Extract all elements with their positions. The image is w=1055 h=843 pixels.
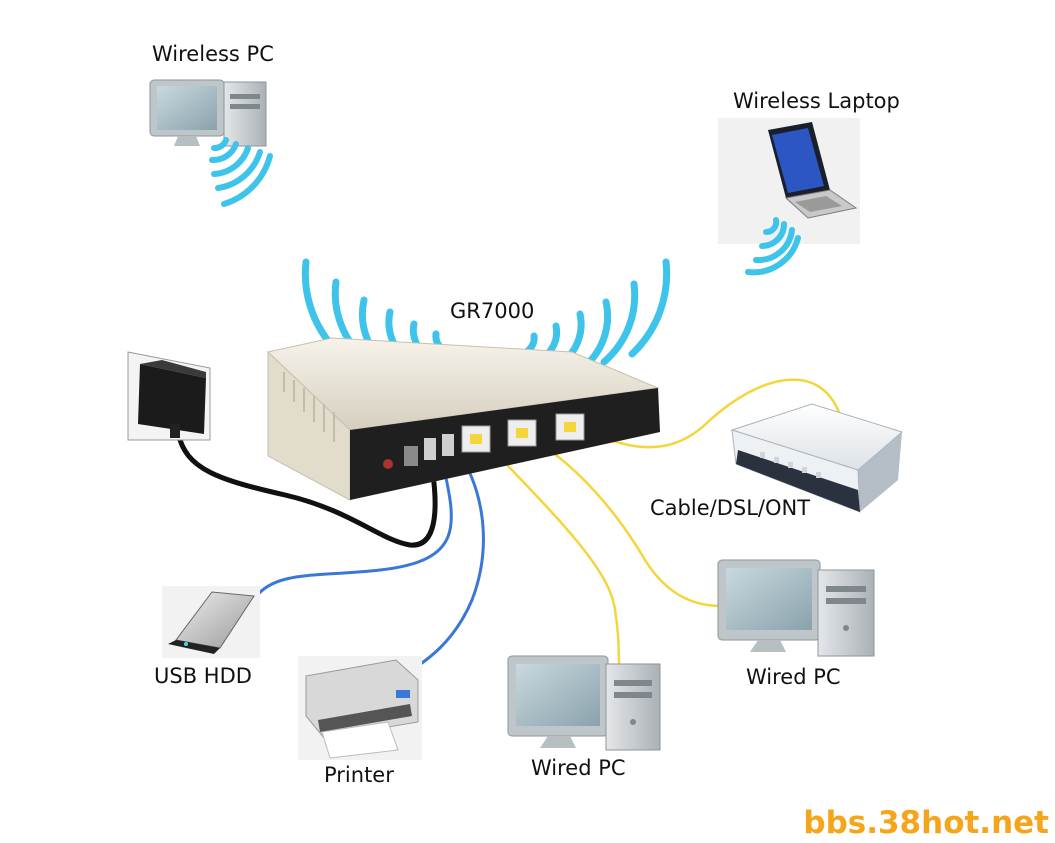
usb-hdd-icon xyxy=(162,586,260,658)
ethernet-cable-modem xyxy=(568,378,842,449)
ethernet-cable-right-pc xyxy=(520,433,724,608)
label-wired-pc-left: Wired PC xyxy=(531,756,626,780)
power-adapter-icon xyxy=(127,351,211,441)
label-router: GR7000 xyxy=(450,299,535,323)
label-usb-hdd: USB HDD xyxy=(154,664,252,688)
wireless-laptop-wifi-icon xyxy=(745,217,801,276)
ethernet-cable-left-pc xyxy=(483,440,622,680)
wired-pc-left-icon xyxy=(507,655,661,751)
printer-icon xyxy=(298,656,422,760)
wireless-laptop-icon xyxy=(718,118,860,244)
usb-cable-printer xyxy=(394,446,485,682)
label-wired-pc-right: Wired PC xyxy=(746,665,841,689)
label-modem: Cable/DSL/ONT xyxy=(650,496,811,520)
modem-icon xyxy=(730,403,904,513)
wireless-pc-icon xyxy=(149,79,267,147)
power-cable xyxy=(175,429,438,548)
wireless-pc-wifi-icon xyxy=(209,137,273,207)
router-gr7000-icon xyxy=(266,337,660,501)
usb-cable-hdd xyxy=(253,448,453,600)
label-printer: Printer xyxy=(324,763,394,787)
watermark: bbs.38hot.net xyxy=(803,805,1049,841)
label-wireless-laptop: Wireless Laptop xyxy=(733,89,900,113)
label-wireless-pc: Wireless PC xyxy=(152,42,274,66)
wired-pc-right-icon xyxy=(717,559,875,657)
